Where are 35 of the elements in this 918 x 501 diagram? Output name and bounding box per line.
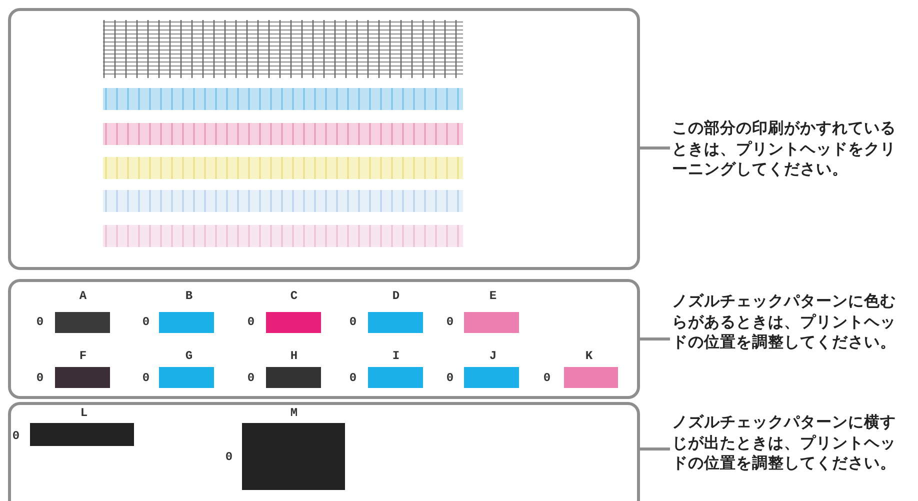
pattern-letter: I (392, 350, 400, 362)
pattern-value: 0 (247, 316, 255, 328)
pattern-letter: L (80, 407, 88, 419)
pattern-panel (8, 279, 640, 399)
pattern-letter: F (79, 350, 87, 362)
pattern-value: 0 (446, 372, 454, 384)
instruction-text: この部分の印刷がかすれているときは、プリントヘッドをクリーニングしてください。 (672, 118, 908, 180)
pattern-letter: G (185, 350, 193, 362)
pattern-letter: H (290, 350, 298, 362)
pattern-letter: E (489, 290, 497, 302)
pattern-value: 0 (543, 372, 551, 384)
pattern-letter: B (185, 290, 193, 302)
instruction-text: ノズルチェックパターンに色むらがあるときは、プリントヘッドの位置を調整してください。 (672, 291, 908, 352)
pattern-value: 0 (446, 316, 454, 328)
pattern-value: 0 (225, 451, 233, 463)
pattern-value: 0 (349, 316, 357, 328)
pattern-letter: M (290, 407, 298, 419)
leader-line (640, 338, 670, 340)
pattern-value: 0 (349, 372, 357, 384)
pattern-value: 0 (142, 316, 150, 328)
leader-line (640, 146, 670, 150)
pattern-value: 0 (36, 316, 44, 328)
instruction-text: ノズルチェックパターンに横すじが出たときは、プリントヘッドの位置を調整してください。 (672, 412, 908, 474)
pattern-value: 0 (36, 372, 44, 384)
pattern-letter: C (290, 290, 298, 302)
pattern-panel (8, 8, 640, 270)
pattern-value: 0 (12, 430, 20, 442)
leader-line (640, 448, 670, 450)
pattern-letter: J (489, 350, 497, 362)
pattern-letter: D (392, 290, 400, 302)
pattern-letter: K (585, 350, 593, 362)
pattern-letter: A (79, 290, 87, 302)
pattern-value: 0 (247, 372, 255, 384)
pattern-panel (8, 402, 640, 501)
pattern-value: 0 (142, 372, 150, 384)
